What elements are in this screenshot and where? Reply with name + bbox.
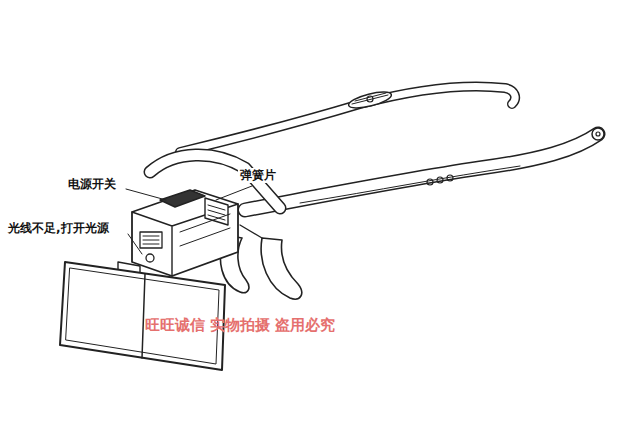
note-label: 光线不足,打开光源 <box>6 221 111 236</box>
part-label: 弹簧片 <box>238 168 278 183</box>
watermark: 旺旺诚信 实物拍摄 盗用必究 <box>143 316 337 334</box>
part-label: 电源开关 <box>66 177 118 192</box>
